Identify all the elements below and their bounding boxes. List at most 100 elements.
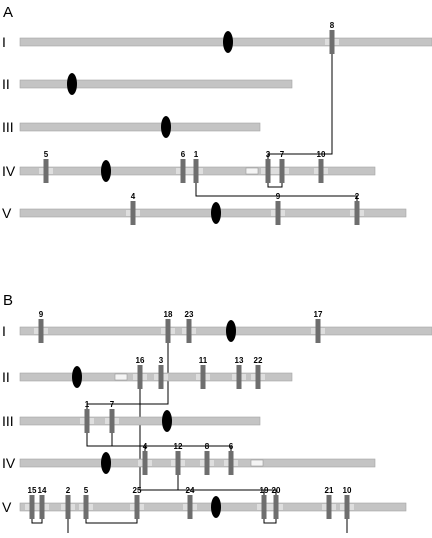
link-line [263,519,277,524]
chromosome-IV [19,451,376,475]
locus-label: 24 [186,486,195,495]
locus-marker [200,365,206,389]
insertion-marker [245,167,259,175]
panel-label: A [3,4,13,21]
centromere [162,410,172,432]
chromosome-III [19,116,261,138]
locus-marker [329,30,335,54]
locus-label: 9 [39,310,44,319]
link-line [267,54,333,159]
chromosome-label: IV [2,455,16,471]
locus-marker [315,319,321,343]
locus-marker [109,409,115,433]
locus-label: 12 [174,442,183,451]
locus-label: 19 [260,486,269,495]
locus-marker [38,319,44,343]
chromosome-label: II [2,76,10,92]
locus-label: 20 [272,486,281,495]
locus-marker [354,201,360,225]
locus-label: 10 [343,486,352,495]
locus-label: 25 [133,486,142,495]
locus-marker [84,409,90,433]
locus-label: 22 [254,356,263,365]
locus-marker [158,365,164,389]
locus-marker [83,495,89,519]
chromosomes-layer [19,30,432,519]
locus-label: 13 [235,356,244,365]
locus-marker [326,495,332,519]
locus-label: 6 [229,442,234,451]
locus-marker [134,495,140,519]
centromere [101,160,111,182]
chromosome-III [19,409,261,433]
chromosome-IV [19,159,376,183]
locus-marker [261,495,267,519]
link-line [86,433,146,451]
locus-marker [344,495,350,519]
locus-marker [275,201,281,225]
link-line [85,519,138,524]
locus-marker [130,201,136,225]
locus-marker [165,319,171,343]
locus-marker [186,319,192,343]
locus-label: 1 [85,400,90,409]
locus-marker [204,451,210,475]
chromosome-label: I [2,34,6,50]
locus-label: 1 [194,150,199,159]
centromere [211,202,221,224]
chromosome-label: IV [2,163,16,179]
locus-label: 10 [317,150,326,159]
chromosome-I [19,30,432,54]
centromere [226,320,236,342]
centromere [101,452,111,474]
chromosome-V [19,201,407,225]
locus-marker [175,451,181,475]
chromosome-V [19,495,407,519]
locus-label: 2 [66,486,71,495]
chromosome-II [19,73,293,95]
link-line [139,389,265,495]
locus-label: 6 [181,150,186,159]
locus-label: 18 [164,310,173,319]
locus-label: 8 [205,442,210,451]
insertion-marker [250,459,264,467]
link-line [195,183,358,201]
locus-marker [318,159,324,183]
panel-label: B [3,292,13,309]
locus-marker [187,495,193,519]
locus-label: 4 [143,442,148,451]
chromosome-label: III [2,119,14,135]
chromosome-label: III [2,413,14,429]
locus-label: 14 [38,486,47,495]
chromosome-I [19,319,432,343]
locus-marker [39,495,45,519]
locus-label: 5 [44,150,49,159]
locus-marker [273,495,279,519]
locus-label: 7 [280,150,285,159]
locus-marker [65,495,71,519]
chromosome-II [19,365,293,389]
centromere [223,31,233,53]
locus-label: 2 [355,192,360,201]
chromosome-label: V [2,499,12,515]
chromosome-label: I [2,323,6,339]
locus-label: 9 [276,192,281,201]
locus-marker [279,159,285,183]
centromere [67,73,77,95]
locus-label: 5 [84,486,89,495]
locus-label: 21 [325,486,334,495]
chromosome-bar [19,79,293,89]
locus-label: 17 [314,310,323,319]
centromere [161,116,171,138]
link-line [31,519,43,524]
locus-marker [142,451,148,475]
locus-label: 4 [131,192,136,201]
locus-label: 7 [110,400,115,409]
locus-marker [43,159,49,183]
locus-marker [193,159,199,183]
centromere [72,366,82,388]
locus-marker [255,365,261,389]
locus-label: 16 [136,356,145,365]
